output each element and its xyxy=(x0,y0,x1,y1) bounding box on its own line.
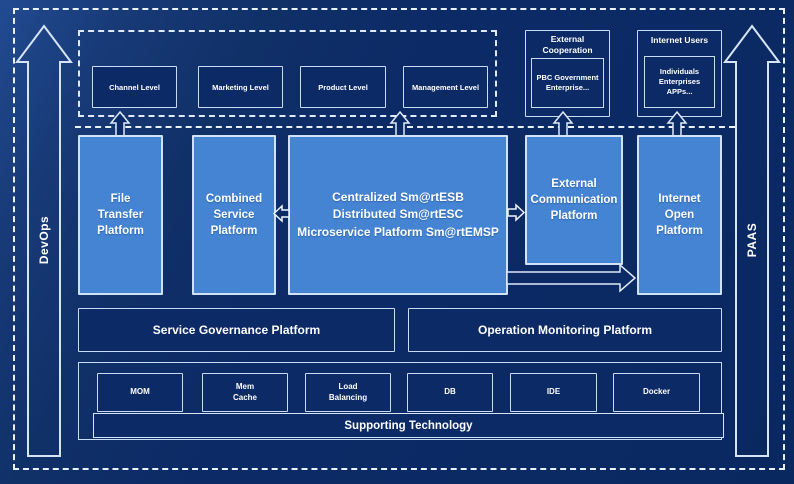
access-layer-dashed-line xyxy=(75,126,735,128)
central-esb-platform-box: Centralized Sm@rtESB Distributed Sm@rtES… xyxy=(288,135,508,295)
product-level-label: Product Level xyxy=(318,82,368,92)
tech-box-mom: MOM xyxy=(97,373,183,412)
levels-dashed-container xyxy=(78,30,497,117)
left-arrow-icon xyxy=(273,204,290,223)
tech-label-docker: Docker xyxy=(642,387,671,397)
tech-label-mom: MOM xyxy=(130,387,150,397)
supporting-technology-label: Supporting Technology xyxy=(344,419,473,432)
channel-level-box: Channel Level xyxy=(92,66,177,108)
external-communication-platform-box: External Communication Platform xyxy=(525,135,623,265)
paas-label: PAAS xyxy=(745,222,759,258)
tech-label-db: DB xyxy=(444,387,456,397)
service-governance-platform-box: Service Governance Platform xyxy=(78,308,395,352)
management-level-box: Management Level xyxy=(403,66,488,108)
external-cooperation-title: External Cooperation xyxy=(542,34,593,55)
internet-open-platform-box: Internet Open Platform xyxy=(637,135,722,295)
paas-arrow-icon xyxy=(723,24,781,457)
service-governance-platform-label: Service Governance Platform xyxy=(152,323,321,337)
combined-service-platform-label: Combined Service Platform xyxy=(205,192,263,238)
right-arrow-icon xyxy=(507,203,525,222)
tech-box-mem-cache: Mem Cache xyxy=(202,373,288,412)
operation-monitoring-platform-box: Operation Monitoring Platform xyxy=(408,308,722,352)
external-communication-platform-label: External Communication Platform xyxy=(530,177,618,223)
outer-dashed-border xyxy=(13,8,785,470)
file-transfer-platform-label: File Transfer Platform xyxy=(97,192,144,238)
devops-label: DevOps xyxy=(37,215,51,265)
internet-users-title: Internet Users xyxy=(650,35,709,45)
product-level-box: Product Level xyxy=(300,66,386,108)
channel-level-label: Channel Level xyxy=(109,82,160,92)
tech-box-ide: IDE xyxy=(510,373,597,412)
tech-box-load-balancing: Load Balancing xyxy=(305,373,391,412)
management-level-label: Management Level xyxy=(411,82,480,92)
supporting-technology-bar: Supporting Technology xyxy=(93,413,724,438)
file-transfer-platform-box: File Transfer Platform xyxy=(78,135,163,295)
marketing-level-label: Marketing Level xyxy=(212,82,269,92)
internet-users-members-box: Individuals Enterprises APPs... xyxy=(644,56,715,108)
external-cooperation-members: PBC Government Enterprise... xyxy=(536,72,599,92)
tech-box-db: DB xyxy=(407,373,493,412)
combined-service-platform-box: Combined Service Platform xyxy=(192,135,276,295)
central-esb-platform-label: Centralized Sm@rtESB Distributed Sm@rtES… xyxy=(297,189,499,239)
flow-arrow-icon xyxy=(506,263,637,293)
internet-users-members: Individuals Enterprises APPs... xyxy=(658,66,701,97)
tech-label-mem-cache: Mem Cache xyxy=(232,382,257,402)
marketing-level-box: Marketing Level xyxy=(198,66,283,108)
internet-open-platform-label: Internet Open Platform xyxy=(656,192,703,238)
supporting-technology-frame xyxy=(78,362,722,440)
tech-box-docker: Docker xyxy=(613,373,700,412)
devops-arrow-icon xyxy=(15,24,73,457)
tech-label-ide: IDE xyxy=(546,387,561,397)
external-cooperation-members-box: PBC Government Enterprise... xyxy=(531,58,604,108)
tech-label-load-balancing: Load Balancing xyxy=(328,382,368,402)
operation-monitoring-platform-label: Operation Monitoring Platform xyxy=(478,323,652,337)
